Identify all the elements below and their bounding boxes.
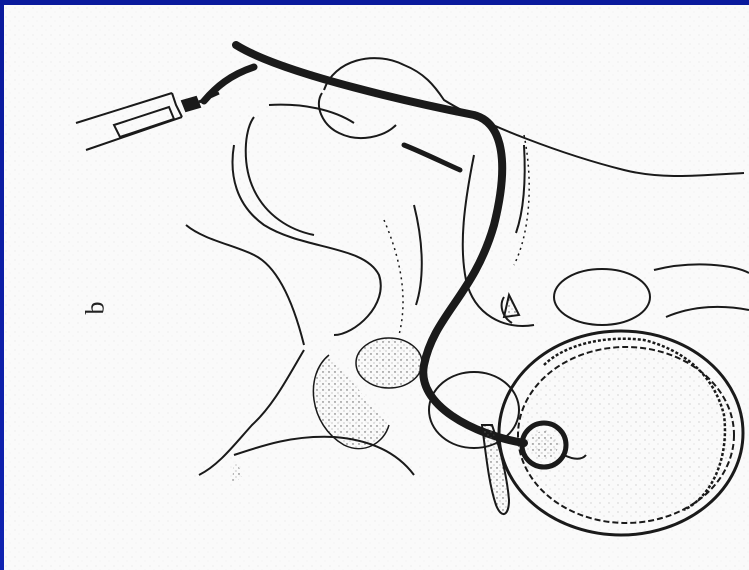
stippled-tissue bbox=[356, 338, 422, 388]
panel-letter: b bbox=[81, 302, 111, 315]
uterus-sac bbox=[499, 331, 743, 535]
illustration-svg bbox=[4, 5, 749, 570]
anatomical-illustration: b bbox=[4, 5, 749, 570]
scope-tip-fill bbox=[530, 431, 558, 459]
